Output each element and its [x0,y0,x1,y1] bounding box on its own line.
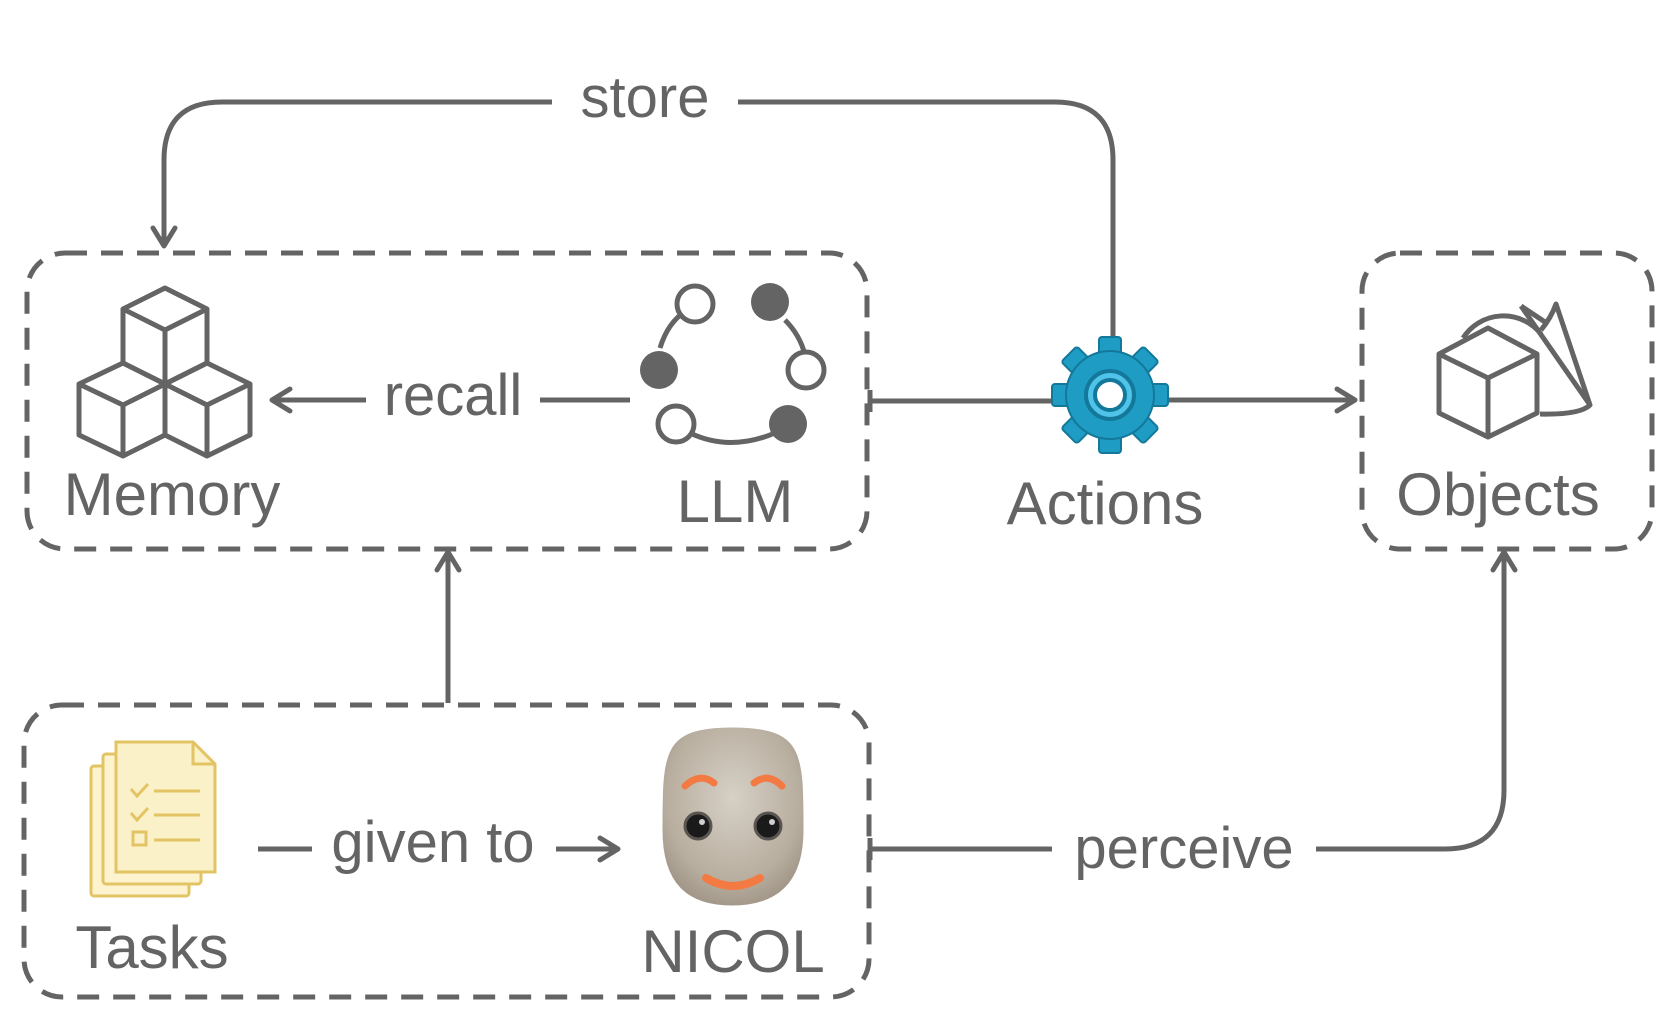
recall-label: recall [384,363,523,428]
memory-llm-group-box [24,250,870,552]
actions-label: Actions [1007,470,1204,537]
shapes-icon [1436,301,1593,440]
nicol-label: NICOL [641,918,824,985]
given-to-label: given to [331,810,534,875]
store-label: store [581,65,710,130]
tasks-label: Tasks [75,914,228,981]
task-documents-icon [89,740,217,898]
robot-face-icon [657,722,809,911]
perceive-arrow [870,552,1504,852]
cubes-icon [76,285,253,459]
llm-network-icon [640,283,827,445]
memory-label: Memory [64,461,281,528]
gear-icon [1051,336,1169,454]
store-arrow [164,99,1116,340]
llm-label: LLM [677,468,794,535]
objects-label: Objects [1396,461,1599,528]
perceive-label: perceive [1074,816,1293,881]
